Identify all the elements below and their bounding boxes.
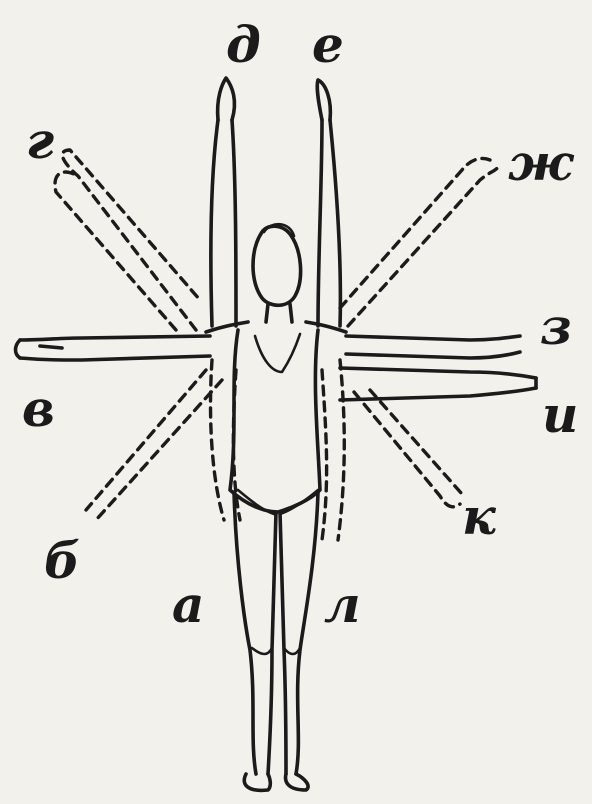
label-l: л — [324, 575, 361, 634]
arm-position-d-left — [211, 120, 236, 326]
dashed-arm-positions — [55, 150, 500, 520]
figure-head — [253, 226, 301, 305]
label-k: к — [462, 487, 497, 546]
label-a: а — [172, 575, 204, 634]
arm-position-i-right — [340, 368, 536, 400]
arm-position-g — [55, 150, 200, 330]
figure-torso — [230, 330, 320, 512]
label-d: д — [226, 15, 261, 74]
standing-figure — [16, 78, 537, 790]
position-labels: д е г ж з в и к б а л — [22, 15, 578, 634]
arm-position-k — [354, 390, 462, 507]
figure-legs — [234, 492, 318, 774]
arm-position-l-right — [322, 360, 344, 540]
label-z: з — [540, 297, 572, 356]
arm-position-z-right — [346, 336, 520, 358]
arm-position-b — [86, 370, 222, 520]
arm-position-e-right — [318, 120, 340, 326]
label-b: б — [44, 531, 80, 590]
arm-position-zh — [340, 158, 500, 326]
label-g: г — [26, 111, 54, 170]
label-i: и — [542, 385, 578, 444]
label-e: е — [312, 15, 344, 74]
label-zh: ж — [508, 133, 575, 192]
label-v: в — [22, 379, 55, 438]
